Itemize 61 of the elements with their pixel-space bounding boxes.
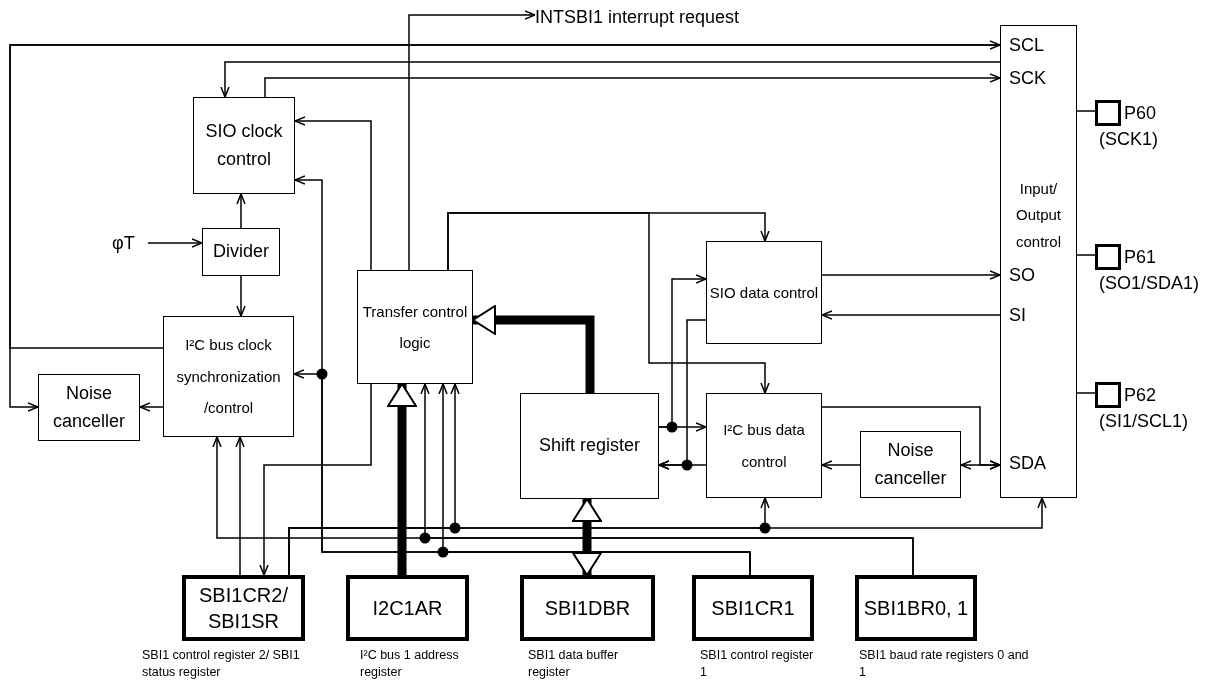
block-label: Input/ Output control <box>1015 179 1062 252</box>
register-caption: I²C bus 1 address register <box>360 647 460 681</box>
arrow <box>294 116 372 271</box>
register-box: SBI1CR2/ SBI1SR <box>182 575 305 641</box>
pin-label: (SCK1) <box>1099 130 1158 150</box>
arrow <box>259 383 372 576</box>
arrow <box>420 383 914 576</box>
arrow <box>658 274 707 428</box>
signal-label: φT <box>112 230 148 256</box>
register-box: SBI1CR1 <box>692 575 814 641</box>
register-caption: SBI1 control register 2/ SBI1 status register <box>142 647 301 681</box>
register-box: SBI1DBR <box>520 575 655 641</box>
pin-label: P60 <box>1124 104 1157 124</box>
signal-label: INTSBI1 interrupt request <box>535 4 775 30</box>
arrow <box>960 460 1001 470</box>
transfer-logic-box: Transfer control logic <box>357 270 473 384</box>
connector-line <box>1076 254 1096 256</box>
bus-arrow <box>572 498 602 576</box>
noise-canceller-box: Noise canceller <box>860 431 961 498</box>
arrow <box>821 460 861 470</box>
port-label: SO <box>1009 266 1035 286</box>
bus-arrow <box>387 383 417 575</box>
arrow <box>658 319 707 470</box>
connector-line <box>1076 392 1096 394</box>
register-caption: SBI1 control register 1 <box>700 647 815 681</box>
arrow <box>447 212 770 394</box>
pin-label: (SO1/SDA1) <box>1099 274 1200 294</box>
arrow <box>236 275 246 317</box>
arrow <box>288 497 1047 576</box>
arrow <box>9 40 1001 349</box>
port-label: SI <box>1009 306 1026 326</box>
shift-register-box: Shift register <box>520 393 659 499</box>
bus-arrow <box>472 305 595 393</box>
arrow <box>139 402 164 412</box>
arrow <box>264 73 1001 98</box>
arrow <box>438 383 751 576</box>
port-label: SDA <box>1009 454 1046 474</box>
register-box: SBI1BR0, 1 <box>855 575 977 641</box>
register-caption: SBI1 data buffer register <box>528 647 620 681</box>
arrow <box>408 10 536 271</box>
arrow <box>235 436 245 576</box>
noise-canceller-box: Noise canceller <box>38 374 140 441</box>
clock-control-box: SIO clock control <box>193 97 295 194</box>
pin-label: P61 <box>1124 248 1157 268</box>
pin-label: (SI1/SCL1) <box>1099 412 1189 432</box>
arrow <box>147 238 203 248</box>
arrow <box>821 310 1001 320</box>
port-label: SCL <box>1009 36 1044 56</box>
register-caption: SBI1 baud rate registers 0 and 1 <box>859 647 1029 681</box>
arrow <box>236 193 246 229</box>
connector-line <box>1076 110 1096 112</box>
arrow <box>9 44 1001 412</box>
clock-sync-box: I²C bus clock synchronization /control <box>163 316 294 437</box>
register-box: I2C1AR <box>346 575 469 641</box>
port-label: SCK <box>1009 69 1046 89</box>
arrow <box>821 270 1001 280</box>
arrow <box>220 61 1001 98</box>
data-control-box: SIO data control <box>706 241 822 344</box>
io-control-box <box>1000 25 1077 498</box>
pin-label: P62 <box>1124 386 1157 406</box>
data-control-box: I²C bus data control <box>706 393 822 498</box>
